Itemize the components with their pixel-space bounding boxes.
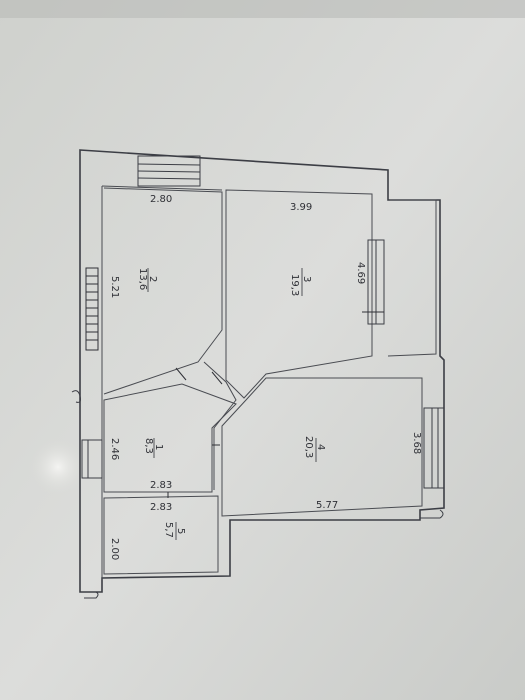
window-top [137,155,201,187]
corner-marks [71,390,444,599]
room4-area: 20,3 [303,436,314,458]
dimension-labels: 2.80 3.99 2.83 2.83 5.77 [150,194,338,513]
window-left-room1 [81,439,103,479]
page-shadow-top [0,0,525,18]
inner-wall-top-room2 [101,185,223,191]
room2-side-dim: 5.21 [109,276,120,298]
room5-number: 5 [175,528,186,534]
corridor-wall [203,361,237,490]
room3-wall [225,189,373,399]
room1-area: 8,3 [143,438,154,454]
window-right-room3 [367,239,385,325]
room4-wall [221,377,423,517]
room4-width-dim: 5.77 [316,500,338,511]
windows [81,155,445,489]
room1-number: 1 [153,444,164,450]
room-labels: 2 13,6 5.21 3 19,3 4.69 1 8,3 2.46 4 20,… [109,262,422,560]
room2-number: 2 [147,276,158,282]
room3-width-dim: 3.99 [290,202,312,213]
room1-wall [103,383,237,493]
room1-side-dim: 2.46 [109,438,120,460]
room5-side-dim: 2.00 [109,538,120,560]
room5-area: 5,7 [163,522,174,538]
window-right-room4 [423,407,445,489]
room4-number: 4 [315,444,326,450]
balcony-wall [387,199,437,357]
room2-wall [103,187,223,395]
room4-side-dim: 3.68 [411,432,422,454]
room2-area: 13,6 [137,268,148,290]
room3-side-dim: 4.69 [355,262,366,284]
room3-area: 19,3 [289,274,300,296]
radiator-hatch [85,267,99,351]
plan-walls [79,149,445,593]
light-glare [28,437,88,497]
room5-width-dim: 2.83 [150,502,172,513]
room5-wall [103,495,219,575]
door-marks [167,311,384,498]
room1-width-dim: 2.83 [150,480,172,491]
room2-width-dim: 2.80 [150,194,172,205]
room3-number: 3 [301,276,312,282]
